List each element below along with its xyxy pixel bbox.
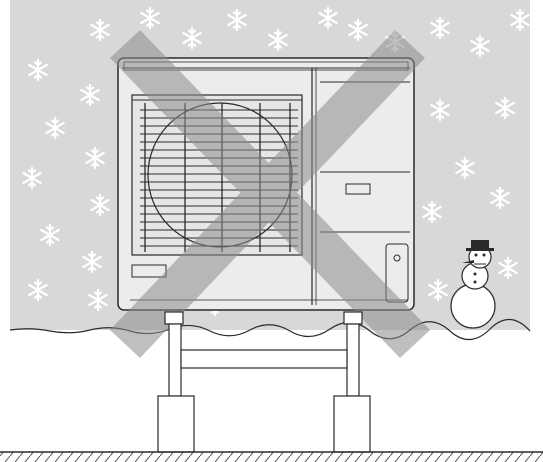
stand-crossbar bbox=[180, 349, 348, 369]
unit-label-plate bbox=[131, 264, 167, 278]
stand-leg-right bbox=[346, 323, 360, 397]
stand-foot-right bbox=[343, 311, 363, 325]
stand-foot-left bbox=[164, 311, 184, 325]
mounting-stand bbox=[157, 311, 371, 453]
ground-hatching bbox=[0, 452, 543, 462]
prohibition-cross-icon bbox=[110, 30, 430, 358]
snow-surface-line bbox=[9, 318, 531, 341]
concrete-block-left bbox=[157, 395, 195, 453]
stand-leg-left bbox=[168, 323, 182, 397]
snowman-icon bbox=[450, 240, 496, 329]
concrete-block-right bbox=[333, 395, 371, 453]
service-panel-handle bbox=[345, 183, 371, 195]
